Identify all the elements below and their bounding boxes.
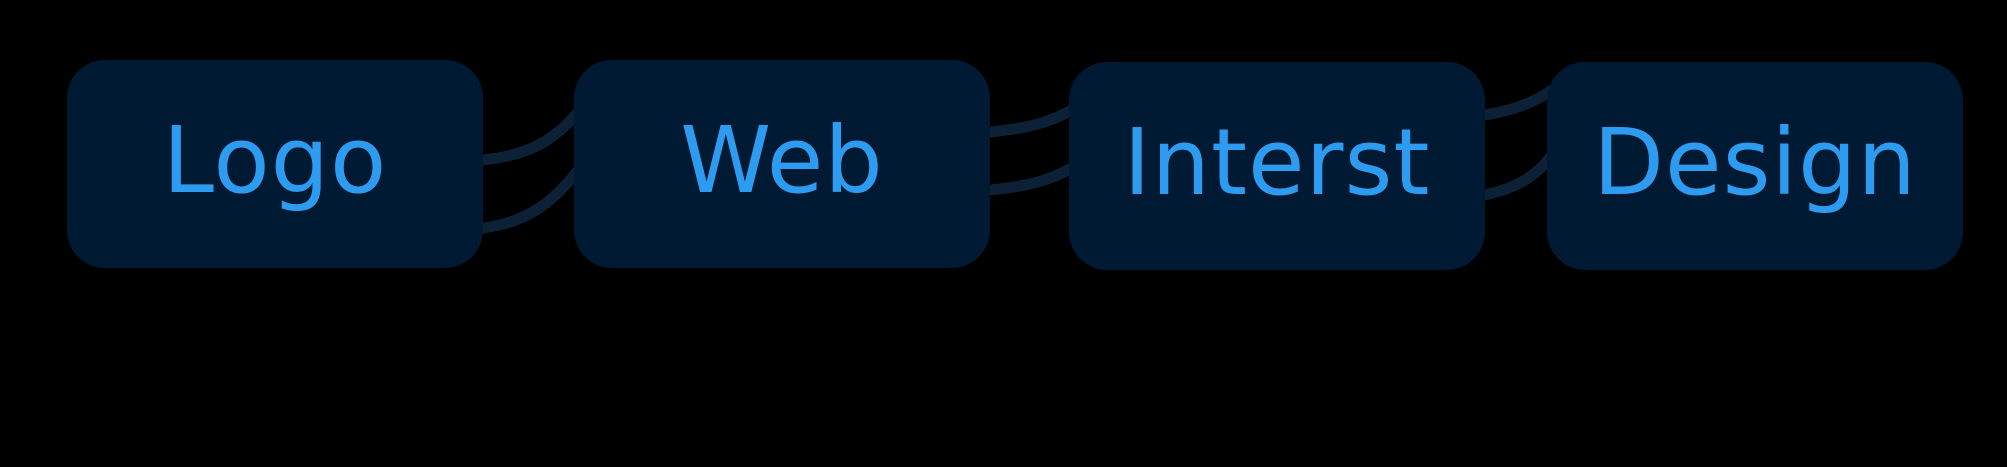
connector-interst-design-upper <box>1479 84 1558 121</box>
node-label: Design <box>1593 109 1917 216</box>
node-design: Design <box>1547 62 1963 270</box>
connector-interst-design-lower <box>1479 149 1558 201</box>
node-logo: Logo <box>67 60 483 268</box>
connector-web-interst-lower <box>984 162 1078 196</box>
connector-logo-web-lower <box>477 162 586 234</box>
connector-web-interst-upper <box>984 104 1078 138</box>
connector-logo-web-upper <box>477 104 586 166</box>
node-web: Web <box>574 60 990 268</box>
node-interst: Interst <box>1069 62 1485 270</box>
node-label: Logo <box>162 107 388 214</box>
node-label: Interst <box>1123 109 1431 216</box>
node-label: Web <box>680 107 884 214</box>
